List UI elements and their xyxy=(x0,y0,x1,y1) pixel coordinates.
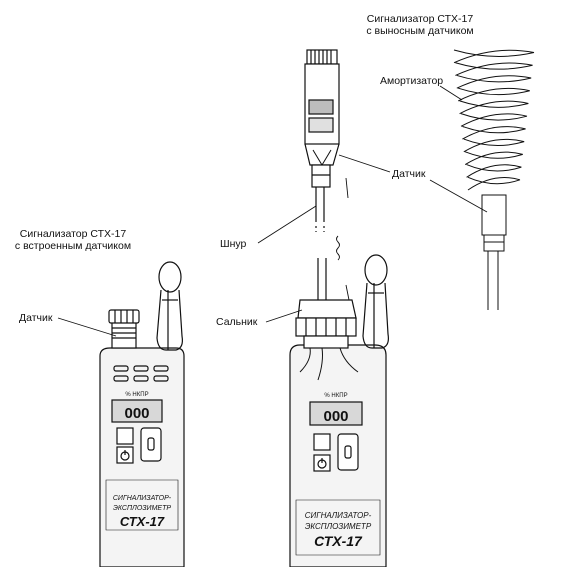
builtin-title-label: Сигнализатор СТХ-17 с встроенным датчико… xyxy=(8,228,138,252)
cord-label: Шнур xyxy=(220,238,247,250)
remote-title-label: Сигнализатор СТХ-17 с выносным датчиком xyxy=(360,13,480,37)
cable-gland xyxy=(295,299,357,349)
remote-title-line1: Сигнализатор СТХ-17 xyxy=(366,13,474,25)
leader-lines xyxy=(57,85,488,337)
left-display-value: 000 xyxy=(124,405,149,422)
left-body-text-2: ЭКСПЛОЗИМЕТР xyxy=(113,505,171,512)
right-clip xyxy=(362,254,389,349)
left-device xyxy=(99,261,185,568)
shock-absorber-spring xyxy=(453,49,535,310)
gland-label: Сальник xyxy=(216,316,258,328)
left-button-mode xyxy=(116,427,134,445)
right-display xyxy=(309,401,363,426)
left-scale-label: % НКПР xyxy=(125,392,148,398)
left-clip xyxy=(156,261,183,351)
sensor-label-right: Датчик xyxy=(392,168,426,180)
right-alarm-window xyxy=(337,433,359,471)
right-scale-label: % НКПР xyxy=(324,393,347,399)
sensor-label-left: Датчик xyxy=(19,312,53,324)
remote-sensor-probe xyxy=(304,49,350,301)
left-body-text-1: СИГНАЛИЗАТОР- xyxy=(113,495,172,502)
left-display xyxy=(111,399,163,423)
left-sensor-head xyxy=(108,309,140,349)
builtin-title-line1: Сигнализатор СТХ-17 xyxy=(19,228,127,240)
shock-absorber-label: Амортизатор xyxy=(380,75,444,87)
remote-title-line2: с выносным датчиком xyxy=(366,25,474,37)
right-button-mode xyxy=(313,433,331,451)
left-alarm-window xyxy=(140,427,162,462)
builtin-title-line2: с встроенным датчиком xyxy=(14,240,132,252)
right-body-text-2: ЭКСПЛОЗИМЕТР xyxy=(305,522,372,531)
right-display-value: 000 xyxy=(323,408,348,425)
right-device xyxy=(289,254,389,568)
right-model: СТХ-17 xyxy=(314,533,363,549)
right-body-text-1: СИГНАЛИЗАТОР- xyxy=(305,511,372,520)
left-model: СТХ-17 xyxy=(120,514,165,529)
